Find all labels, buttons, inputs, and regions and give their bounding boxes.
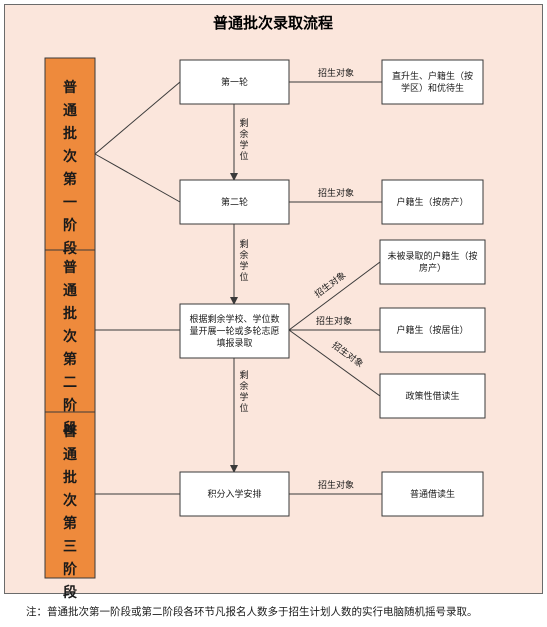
stage1-to-round1-line [94,81,181,155]
stage-3-label-char: 三 [63,539,77,555]
round-2-box [179,179,290,225]
stage-3-label-char: 普 [63,423,77,440]
stage-1-label-char: 批 [63,125,77,142]
diagram-title: 普通批次录取流程 [213,14,333,32]
remaining-label-3-char: 剩 [239,369,248,381]
enroll-label-4: 招生对象 [316,315,352,327]
enroll-label-6: 招生对象 [318,479,354,491]
round-3-label-line-1: 根据剩余学校、学位数 [189,313,279,325]
stage-1-label-char: 普 [63,79,77,96]
enroll-label-2: 招生对象 [318,187,354,199]
round-1-box [179,59,290,105]
stage-2-box [44,249,96,413]
stage-2-label-char: 普 [63,259,77,276]
stage-3-label-char: 第 [63,515,77,532]
target-3-box [379,239,486,285]
round3-to-target5-line [288,329,381,397]
target-1-box [381,59,484,105]
remaining-label-1-char: 学 [239,139,248,151]
round-2-label: 第二轮 [221,196,248,208]
remaining-label-2-char: 学 [239,260,248,272]
round3-to-target3-line [288,261,381,331]
target-boxes: 直升生、户籍生（按 学区）和优待生 户籍生（按房产） 未被录取的户籍生（按 房产… [379,59,486,517]
round-1-label: 第一轮 [221,76,248,88]
stage-1-label-char: 一 [63,195,77,211]
enroll-label-1: 招生对象 [318,67,354,79]
stage-2-label-char: 二 [63,375,77,391]
target-1-label-line-2: 学区）和优待生 [401,82,464,94]
remaining-label-1-char: 位 [239,150,248,162]
stage-1-label-char: 第 [63,171,77,188]
remaining-label-1-char: 余 [239,128,248,140]
target-2-box [381,179,484,225]
remaining-label-2-char: 位 [239,271,248,283]
stage-2-label-char: 通 [63,283,77,299]
target-6-label: 普通借读生 [410,488,455,500]
remaining-label-3-char: 位 [239,402,248,414]
stage-3-label-char: 次 [63,492,77,509]
stage-1-label-char: 次 [63,148,77,165]
target-4-label: 户籍生（按居住） [396,324,468,336]
stage-1-label: 普通批次第一阶段 [63,79,78,257]
connectors [94,81,382,495]
round-3-label-line-2: 量开展一轮或多轮志愿 [189,325,279,337]
stage-2-label-char: 段 [63,420,77,437]
target-4-box [379,307,486,353]
stage-1-label-char: 阶 [63,217,78,234]
remaining-label-2-char: 余 [239,249,248,261]
enroll-label-3: 招生对象 [312,269,348,300]
target-3-label-line-2: 房产） [419,262,446,274]
target-5-box [379,373,486,419]
remaining-label-3-char: 学 [239,391,248,403]
round-4-label: 积分入学安排 [207,488,261,500]
stage1-to-round2-line [94,153,181,203]
round-3-box [179,303,290,359]
stage-1-label-char: 段 [63,240,77,257]
stage-3-label-char: 批 [63,469,77,486]
target-3-label-line-1: 未被录取的户籍生（按 [387,250,477,262]
stage-3-label-char: 阶 [63,561,78,578]
target-2-label: 户籍生（按房产） [396,196,468,208]
target-6-box [381,471,484,517]
enroll-label-5: 招生对象 [330,339,366,370]
stage-3-label-char: 段 [63,584,77,601]
stage-1-box [44,57,96,251]
target-5-label: 政策性借读生 [405,390,459,402]
footnote: 注：普通批次第一阶段或第二阶段各环节凡报名人数多于招生计划人数的实行电脑随机摇号… [26,606,478,618]
stage-3-box [44,411,96,579]
stage-1-label-char: 通 [63,103,77,119]
remaining-label-3-char: 余 [239,380,248,392]
stage-2-label-char: 批 [63,305,77,322]
stage-2-label-char: 次 [63,328,77,345]
stage-2-label-char: 第 [63,351,77,368]
round-boxes: 第一轮 第二轮 根据剩余学校、学位数 量开展一轮或多轮志愿 填报录取 积分入学安… [179,59,290,517]
target-1-label-line-1: 直升生、户籍生（按 [392,70,473,82]
stage-3-label-char: 通 [63,447,77,463]
remaining-label-1-char: 剩 [239,117,248,129]
stage-2-label-char: 阶 [63,397,78,414]
round-3-label-line-3: 填报录取 [216,337,252,349]
round-4-box [179,471,290,517]
remaining-label-2-char: 剩 [239,238,248,250]
